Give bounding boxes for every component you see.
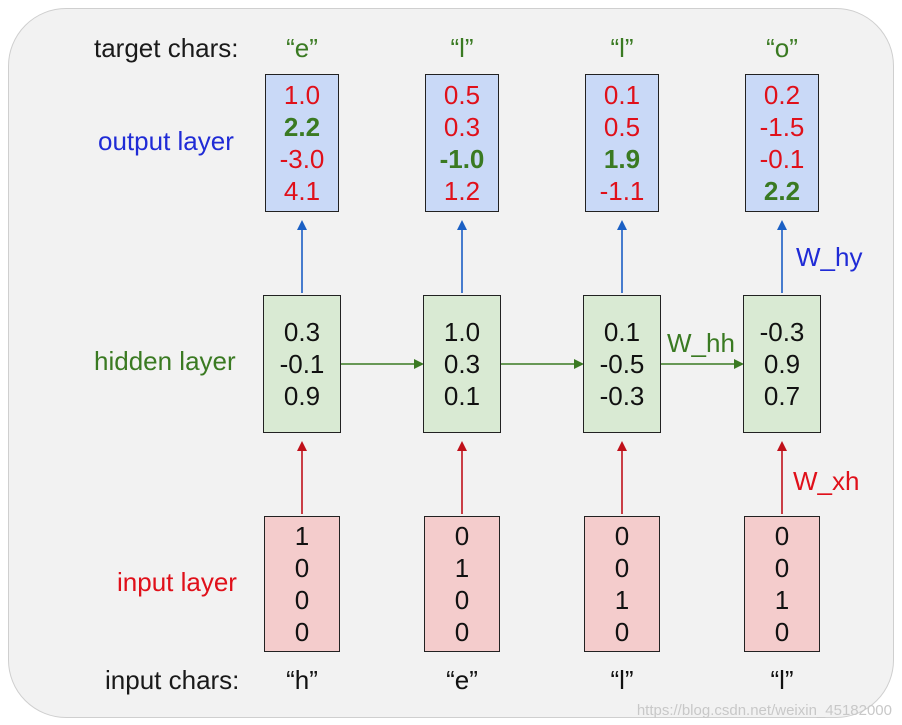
input-vector-value: 0 — [294, 553, 310, 583]
output-vector-value: 2.2 — [283, 112, 321, 142]
hidden-vector-value: -0.5 — [599, 349, 645, 379]
hidden-vector-value: -0.3 — [599, 381, 645, 411]
output-vector-value: 4.1 — [283, 176, 321, 206]
output-vector-value: 1.0 — [283, 80, 321, 110]
hidden-layer-label: hidden layer — [94, 346, 236, 376]
input-vector-value: 0 — [614, 553, 630, 583]
input-vector-value: 0 — [614, 521, 630, 551]
hidden-vector-value: 0.3 — [443, 349, 481, 379]
output-vector-value: 0.5 — [603, 112, 641, 142]
hidden-vector-value: 0.7 — [763, 381, 801, 411]
w-hh-label: W_hh — [667, 328, 735, 358]
input-vector-value: 0 — [614, 617, 630, 647]
hidden-vector-value: 0.1 — [443, 381, 481, 411]
output-vector-value: -1.5 — [759, 112, 805, 142]
input-vector-value: 0 — [454, 521, 470, 551]
input-vector-value: 0 — [774, 553, 790, 583]
output-layer-label: output layer — [98, 126, 234, 156]
hidden-vector-value: 1.0 — [443, 317, 481, 347]
input-char: “l” — [610, 665, 634, 695]
input-vector-value: 0 — [774, 617, 790, 647]
input-vector-value: 1 — [294, 521, 310, 551]
input-vector-value: 0 — [294, 617, 310, 647]
target-char: “l” — [610, 33, 634, 63]
target-char: “o” — [766, 33, 798, 63]
input-vector-value: 0 — [294, 585, 310, 615]
input-layer-label: input layer — [117, 567, 237, 597]
target-char: “e” — [286, 33, 318, 63]
watermark: https://blog.csdn.net/weixin_45182000 — [636, 702, 892, 719]
input-vector-value: 0 — [454, 585, 470, 615]
target-char: “l” — [450, 33, 474, 63]
hidden-vector-value: 0.3 — [283, 317, 321, 347]
w-hy-label: W_hy — [796, 242, 863, 272]
input-vector-value: 1 — [614, 585, 630, 615]
input-vector-value: 0 — [454, 617, 470, 647]
input-chars-label: input chars: — [105, 665, 240, 695]
input-char: “l” — [770, 665, 794, 695]
target-chars-label: target chars: — [94, 33, 239, 63]
output-vector-value: -3.0 — [279, 144, 325, 174]
input-char: “h” — [286, 665, 318, 695]
hidden-vector-value: 0.9 — [763, 349, 801, 379]
output-vector-value: -0.1 — [759, 144, 805, 174]
output-vector-value: 0.3 — [443, 112, 481, 142]
output-vector-value: 0.1 — [603, 80, 641, 110]
output-vector-value: -1.0 — [439, 144, 485, 174]
output-vector-value: 1.2 — [443, 176, 481, 206]
output-vector-value: 1.9 — [603, 144, 641, 174]
hidden-vector: 0.1-0.5-0.3 — [583, 295, 661, 433]
input-vector-value: 1 — [454, 553, 470, 583]
w-xh-label: W_xh — [793, 466, 860, 496]
output-vector-value: 2.2 — [763, 176, 801, 206]
input-char: “e” — [446, 665, 478, 695]
hidden-vector-value: 0.9 — [283, 381, 321, 411]
hidden-vector-value: -0.1 — [279, 349, 325, 379]
input-vector-value: 1 — [774, 585, 790, 615]
input-vector-value: 0 — [774, 521, 790, 551]
output-vector-value: -1.1 — [599, 176, 645, 206]
hidden-vector-value: 0.1 — [603, 317, 641, 347]
hidden-vector-value: -0.3 — [759, 317, 805, 347]
output-vector-value: 0.5 — [443, 80, 481, 110]
output-vector-value: 0.2 — [763, 80, 801, 110]
